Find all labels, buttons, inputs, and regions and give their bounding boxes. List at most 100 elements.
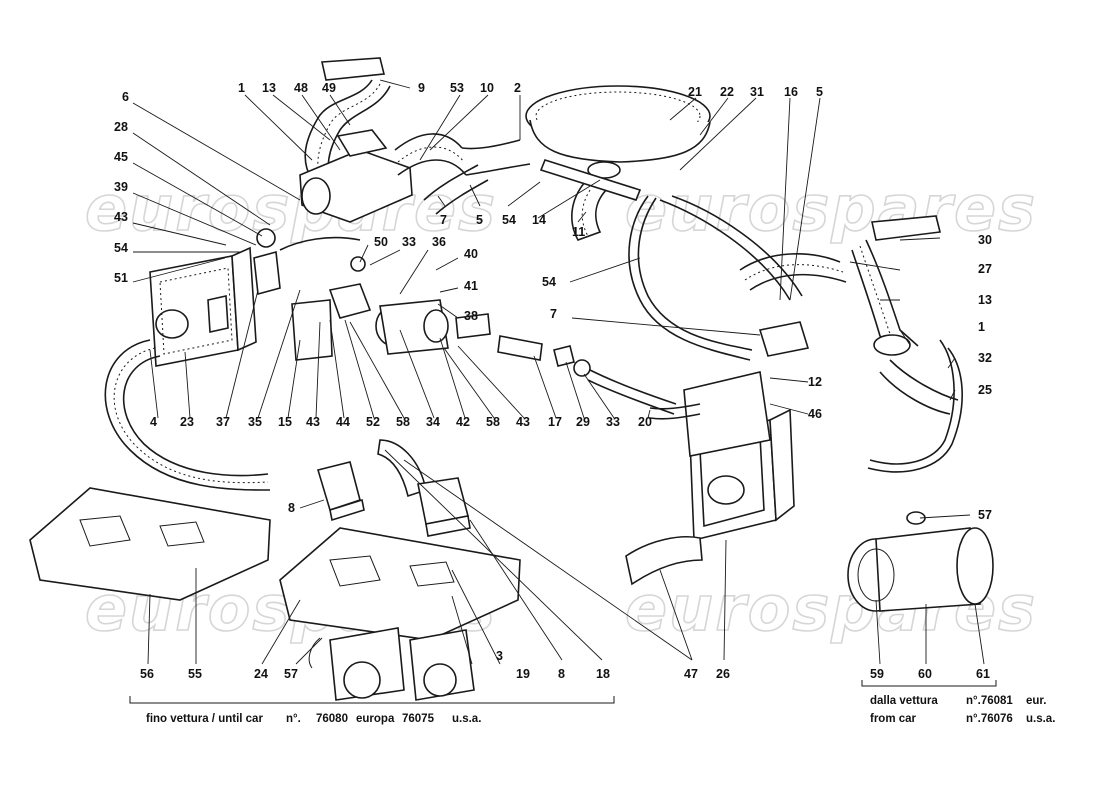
- callout-labels: 1 13 48 49 9 53 10 2 21 22 31 16 5 6 28 …: [114, 81, 992, 681]
- inlet-duct-assembly: [299, 57, 531, 223]
- callout-1-top: 1: [238, 81, 245, 95]
- caption-until-car: fino vettura / until car: [146, 713, 263, 725]
- callout-60: 60: [918, 667, 932, 681]
- callout-16: 16: [784, 85, 798, 99]
- callout-24: 24: [254, 667, 268, 681]
- callout-28: 28: [114, 120, 128, 134]
- caption-from-english: from car: [870, 713, 917, 725]
- right-duct-assembly: [659, 195, 963, 473]
- callout-45: 45: [114, 150, 128, 164]
- hose-4-outer: [104, 339, 271, 491]
- callout-21: 21: [688, 85, 702, 99]
- callout-52: 52: [366, 415, 380, 429]
- callout-25: 25: [978, 383, 992, 397]
- callout-49: 49: [322, 81, 336, 95]
- callout-58-a: 58: [396, 415, 410, 429]
- callout-7-right: 7: [550, 307, 557, 321]
- caption-from-english-no: n°.76076: [966, 713, 1013, 725]
- callout-51: 51: [114, 271, 128, 285]
- small-ducts: [316, 439, 471, 537]
- callout-39: 39: [114, 180, 128, 194]
- callout-5-top: 5: [816, 85, 823, 99]
- floor-panel-left: [29, 487, 271, 601]
- callout-56: 56: [140, 667, 154, 681]
- callout-26: 26: [716, 667, 730, 681]
- caption-until-usa-num: 76075: [402, 713, 435, 725]
- callout-42: 42: [456, 415, 470, 429]
- callout-27: 27: [978, 262, 992, 276]
- callout-10: 10: [480, 81, 494, 95]
- caption-until-no: n°.: [286, 713, 301, 725]
- callout-14: 14: [532, 213, 546, 227]
- callout-11: 11: [572, 225, 585, 239]
- callout-3: 3: [496, 649, 503, 663]
- caption-until-num: 76080: [316, 713, 348, 725]
- callout-61: 61: [976, 667, 990, 681]
- caption-until-usa: u.s.a.: [452, 713, 481, 725]
- callout-57-bottom: 57: [284, 667, 298, 681]
- blower-unit-right: [847, 511, 994, 612]
- callout-33-top: 33: [402, 235, 416, 249]
- callout-8-left: 8: [288, 501, 295, 515]
- callout-17: 17: [548, 415, 562, 429]
- callout-4: 4: [150, 415, 157, 429]
- callout-43-bottom-b: 43: [516, 415, 530, 429]
- caption-bracket-left: [129, 696, 615, 704]
- callout-58-b: 58: [486, 415, 500, 429]
- callout-55: 55: [188, 667, 202, 681]
- callout-2: 2: [514, 81, 521, 95]
- callout-34: 34: [426, 415, 440, 429]
- callout-41: 41: [464, 279, 478, 293]
- callout-48: 48: [294, 81, 308, 95]
- hose-54: [628, 195, 751, 361]
- callout-50: 50: [374, 235, 388, 249]
- callout-8-bottom: 8: [558, 667, 565, 681]
- hose-4-inner: [122, 355, 269, 477]
- hose-4-hatch: [113, 347, 269, 484]
- callout-54-left: 54: [114, 241, 128, 255]
- caption-from-italian-eur: eur.: [1026, 695, 1046, 707]
- callout-9: 9: [418, 81, 425, 95]
- watermark-top-left: eurospares: [85, 172, 497, 245]
- callout-54-right: 54: [542, 275, 556, 289]
- callout-6: 6: [122, 90, 129, 104]
- callout-18: 18: [596, 667, 610, 681]
- captions: fino vettura / until car n°. 76080 europ…: [146, 695, 1055, 725]
- caption-from-italian-no: n°.76081: [966, 695, 1013, 707]
- callout-44: 44: [336, 415, 350, 429]
- callout-33-bottom: 33: [606, 415, 620, 429]
- callout-5-mid: 5: [476, 213, 483, 227]
- callout-31: 31: [750, 85, 764, 99]
- callout-40: 40: [464, 247, 478, 261]
- callout-13-right: 13: [978, 293, 992, 307]
- callout-13-top: 13: [262, 81, 276, 95]
- callout-7-top: 7: [440, 213, 447, 227]
- caption-from-italian: dalla vettura: [870, 695, 938, 707]
- callout-22: 22: [720, 85, 734, 99]
- leader-lines: [132, 79, 985, 665]
- callout-32: 32: [978, 351, 992, 365]
- callout-59: 59: [870, 667, 884, 681]
- valve-assembly: [253, 228, 677, 415]
- blowers: [308, 627, 475, 701]
- callout-15: 15: [278, 415, 292, 429]
- callout-30: 30: [978, 233, 992, 247]
- callout-38: 38: [464, 309, 478, 323]
- callout-43-left: 43: [114, 210, 128, 224]
- callout-46: 46: [808, 407, 822, 421]
- watermark-top-right: eurospares: [625, 172, 1037, 245]
- callout-29: 29: [576, 415, 590, 429]
- callout-36: 36: [432, 235, 446, 249]
- callout-53: 53: [450, 81, 464, 95]
- callout-12: 12: [808, 375, 822, 389]
- callout-37: 37: [216, 415, 230, 429]
- callout-1-right: 1: [978, 320, 985, 334]
- floor-panel-right: [279, 527, 521, 641]
- callout-57-right: 57: [978, 508, 992, 522]
- duct-47: [625, 536, 703, 586]
- callout-35: 35: [248, 415, 262, 429]
- callout-23: 23: [180, 415, 194, 429]
- callout-20: 20: [638, 415, 652, 429]
- caption-until-europa: europa: [356, 713, 395, 725]
